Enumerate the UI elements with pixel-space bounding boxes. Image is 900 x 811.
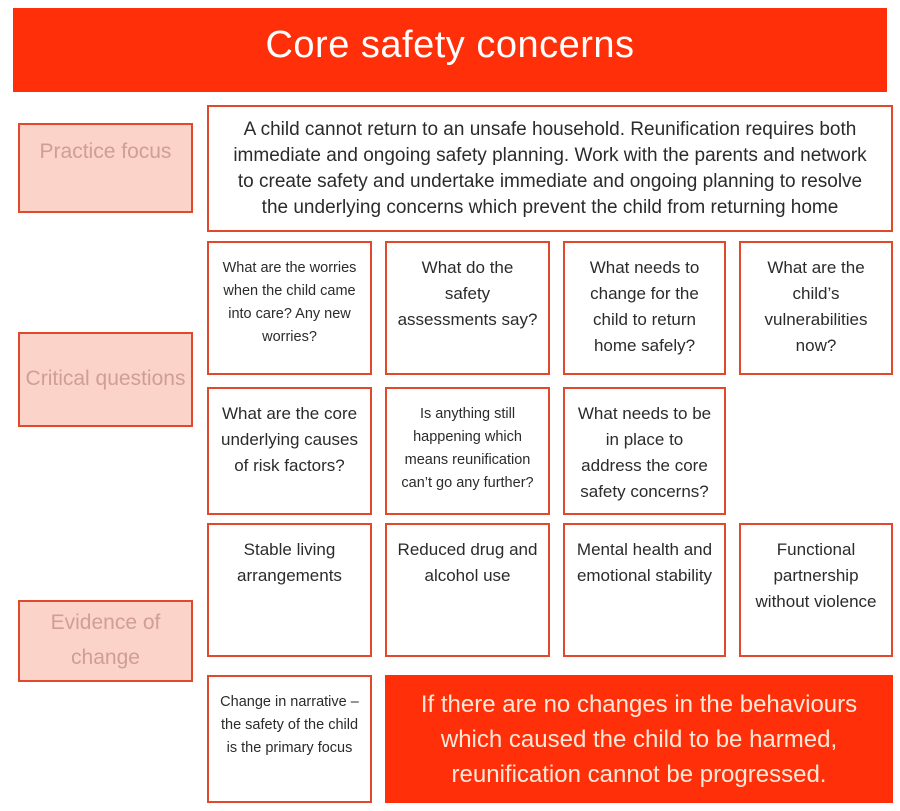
- question-text: What do the safety assessments say?: [397, 258, 538, 329]
- warning-text: If there are no changes in the behaviour…: [420, 690, 858, 788]
- label-evidence-of-change: Evidence of change: [18, 600, 193, 682]
- label-evidence-of-change-text: Evidence of change: [50, 611, 161, 669]
- label-critical-questions-text: Critical questions: [25, 367, 186, 391]
- question-box: What needs to change for the child to re…: [563, 241, 726, 375]
- evidence-box: Stable living arrangements: [207, 523, 372, 657]
- evidence-box: Change in narrative – the safety of the …: [207, 675, 372, 803]
- question-text: What needs to be in place to address the…: [577, 404, 712, 501]
- label-critical-questions: Critical questions: [18, 332, 193, 427]
- evidence-text: Mental health and emotional stability: [576, 540, 713, 585]
- evidence-text: Change in narrative – the safety of the …: [220, 694, 359, 756]
- question-text: What are the worries when the child came…: [222, 260, 357, 345]
- question-box: What are the child’s vulnerabilities now…: [739, 241, 893, 375]
- question-box: What do the safety assessments say?: [385, 241, 550, 375]
- label-practice-focus: Practice focus: [18, 123, 193, 213]
- critical-questions-row-1: What are the worries when the child came…: [207, 241, 893, 375]
- evidence-box: Reduced drug and alcohol use: [385, 523, 550, 657]
- question-box: What needs to be in place to address the…: [563, 387, 726, 515]
- evidence-box: Mental health and emotional stability: [563, 523, 726, 657]
- question-text: What are the core underlying causes of r…: [220, 404, 359, 475]
- question-text: Is anything still happening which means …: [401, 406, 534, 491]
- label-practice-focus-text: Practice focus: [39, 140, 172, 163]
- question-text: What needs to change for the child to re…: [589, 258, 700, 355]
- evidence-text: Functional partnership without violence: [755, 540, 877, 611]
- evidence-text: Stable living arrangements: [237, 540, 342, 585]
- page-title: Core safety concerns: [265, 23, 635, 66]
- evidence-row-1: Stable living arrangements Reduced drug …: [207, 523, 893, 657]
- question-text: What are the child’s vulnerabilities now…: [764, 258, 868, 355]
- critical-questions-row-2: What are the core underlying causes of r…: [207, 387, 893, 515]
- evidence-row-2: Change in narrative – the safety of the …: [207, 675, 893, 803]
- practice-focus-statement: A child cannot return to an unsafe house…: [233, 118, 867, 218]
- question-box: What are the worries when the child came…: [207, 241, 372, 375]
- evidence-box: Functional partnership without violence: [739, 523, 893, 657]
- practice-focus-statement-box: A child cannot return to an unsafe house…: [207, 105, 893, 232]
- question-box: What are the core underlying causes of r…: [207, 387, 372, 515]
- question-box: Is anything still happening which means …: [385, 387, 550, 515]
- title-banner: Core safety concerns: [13, 8, 887, 92]
- evidence-text: Reduced drug and alcohol use: [397, 540, 538, 585]
- warning-box: If there are no changes in the behaviour…: [385, 675, 893, 803]
